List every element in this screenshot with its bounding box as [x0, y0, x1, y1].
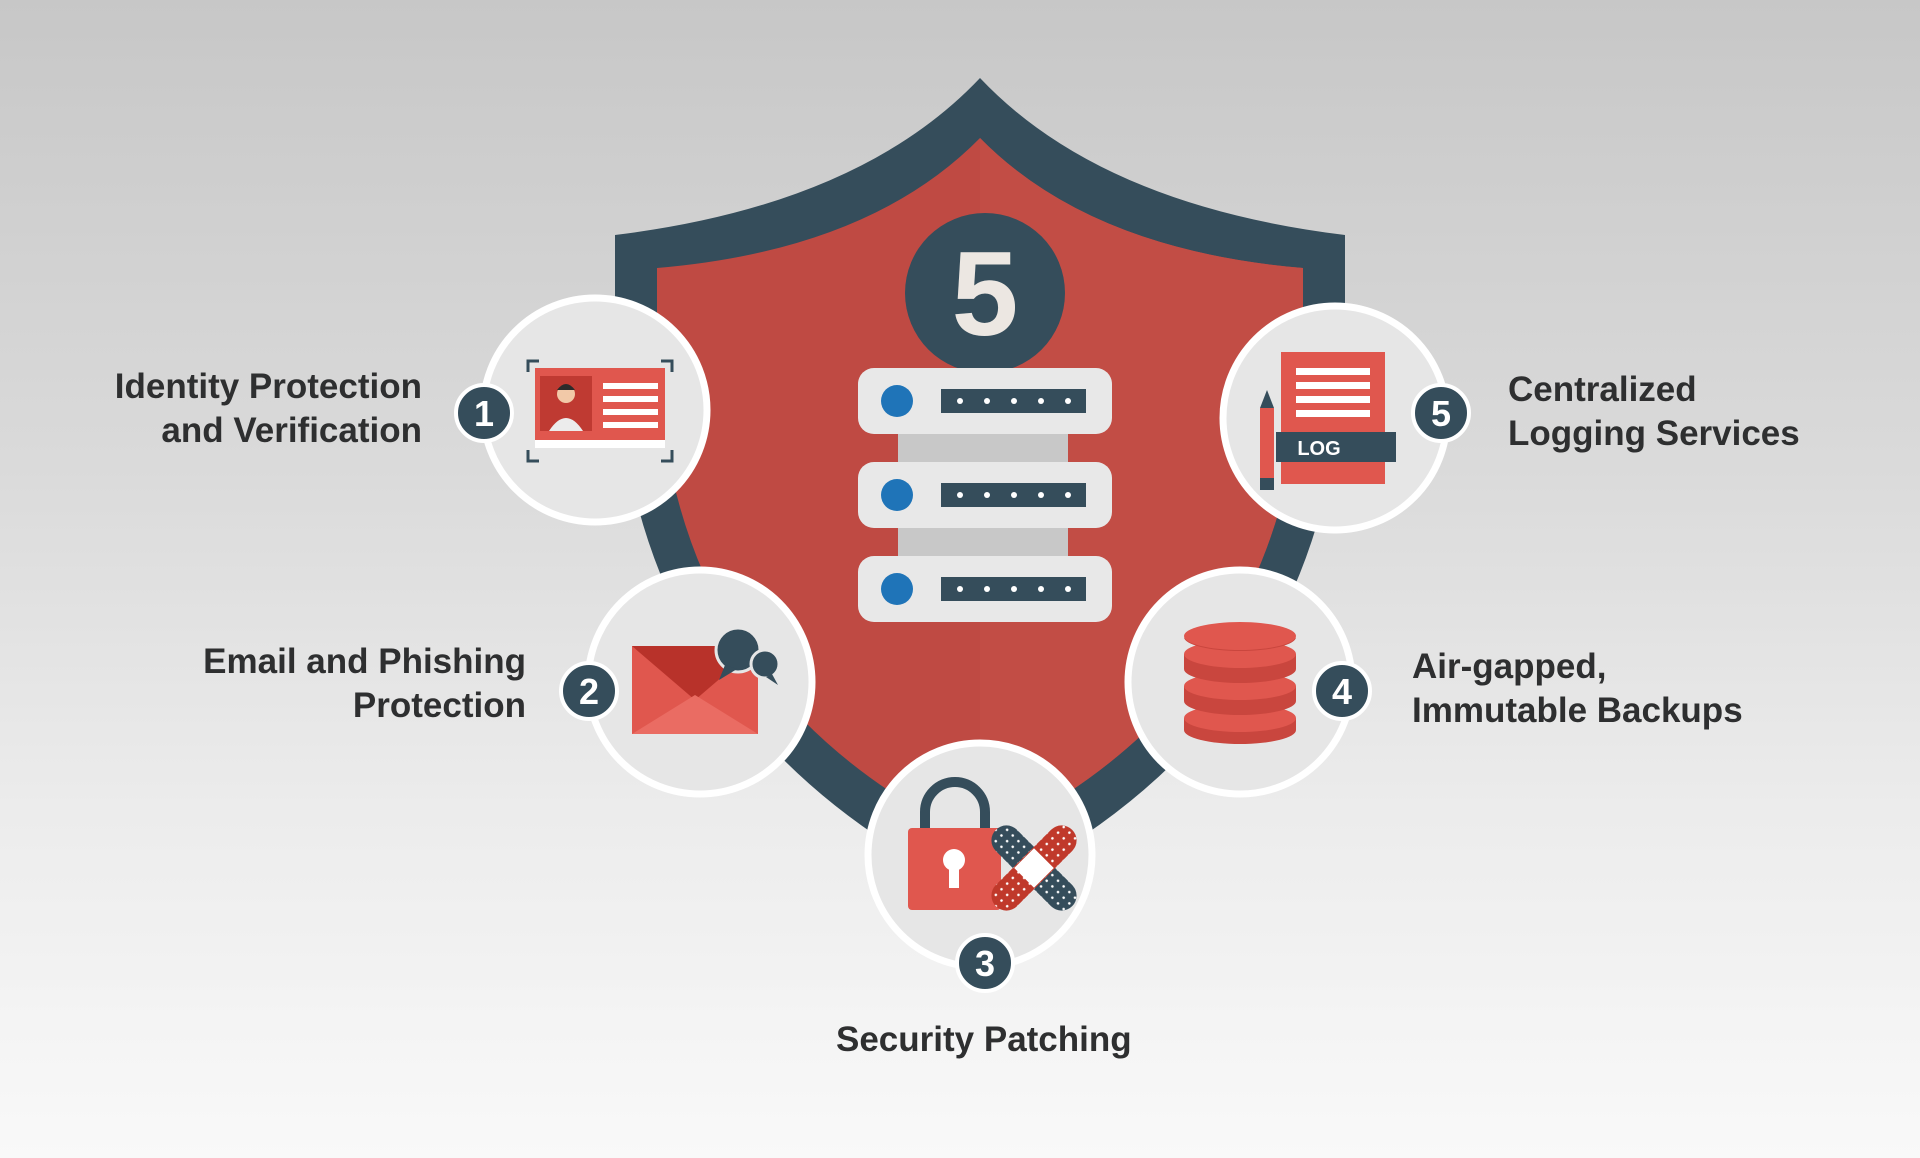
- step-3-label-line: Security Patching: [836, 1020, 1132, 1059]
- email-chat-icon: [632, 626, 781, 734]
- server-rack-icon: [858, 368, 1112, 622]
- step-3-number: 3: [975, 943, 995, 984]
- step-1-node: 1: [454, 294, 711, 526]
- step-1-number: 1: [474, 393, 494, 434]
- step-5-number: 5: [1431, 393, 1451, 434]
- server-unit: [858, 556, 1112, 622]
- server-unit: [858, 462, 1112, 528]
- step-3-label: Security Patching: [836, 1018, 1132, 1062]
- log-icon-text: LOG: [1297, 438, 1340, 460]
- step-3-node: 3: [864, 739, 1096, 993]
- step-4-label: Air-gapped, Immutable Backups: [1412, 645, 1743, 733]
- step-2-node: 2: [559, 566, 816, 798]
- big-number-badge: 5: [905, 213, 1065, 373]
- step-1-label-line: and Verification: [161, 411, 422, 450]
- server-unit: [858, 368, 1112, 434]
- step-4-label-line: Air-gapped,: [1412, 647, 1607, 686]
- step-5-node: LOG 5: [1219, 302, 1471, 534]
- step-2-label-line: Email and Phishing: [203, 642, 526, 681]
- big-number: 5: [952, 227, 1019, 361]
- step-2-label: Email and Phishing Protection: [203, 640, 526, 728]
- step-5-label-line: Logging Services: [1508, 414, 1800, 453]
- step-5-label-line: Centralized: [1508, 370, 1697, 409]
- log-book-icon: LOG: [1260, 352, 1396, 490]
- step-2-number: 2: [579, 671, 599, 712]
- lock-bandage-icon: [908, 777, 1077, 911]
- step-1-label: Identity Protection and Verification: [115, 365, 422, 453]
- step-4-number: 4: [1332, 671, 1352, 712]
- step-4-label-line: Immutable Backups: [1412, 691, 1743, 730]
- id-card-icon: [526, 359, 674, 463]
- step-1-label-line: Identity Protection: [114, 367, 422, 406]
- step-5-label: Centralized Logging Services: [1508, 368, 1800, 456]
- database-icon: [1184, 622, 1296, 744]
- step-4-node: 4: [1124, 566, 1372, 798]
- step-2-label-line: Protection: [352, 686, 526, 725]
